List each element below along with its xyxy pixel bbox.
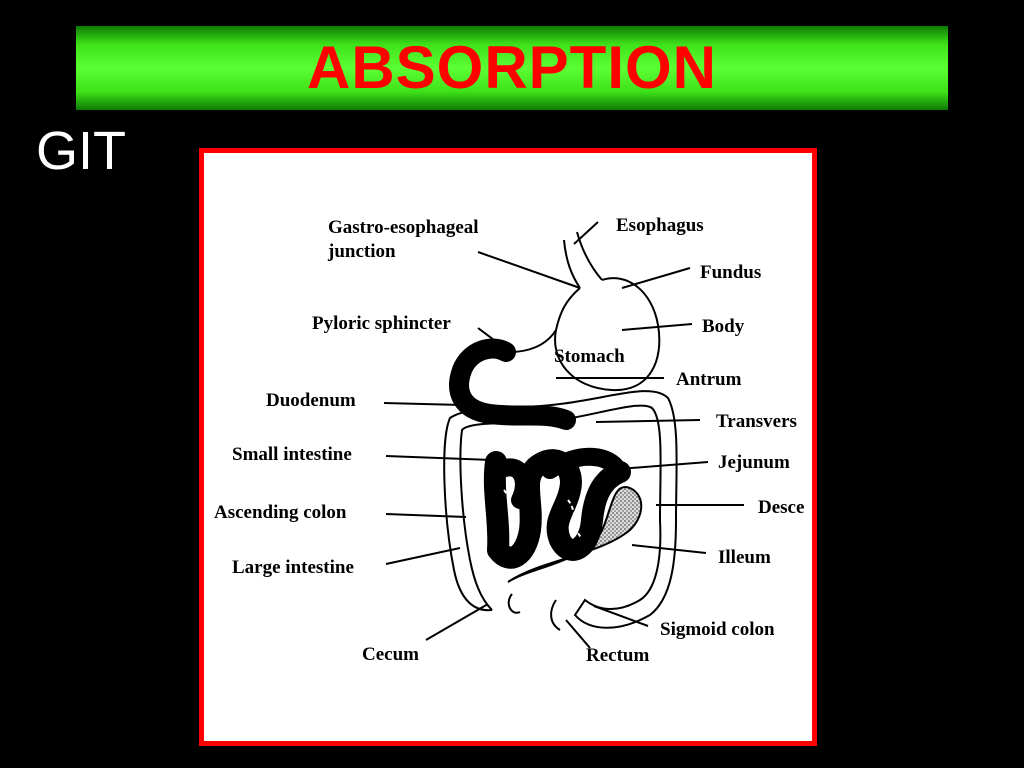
esophagus-shape (563, 231, 603, 289)
title-banner: ABSORPTION (76, 26, 948, 110)
appendix-shape (507, 593, 521, 614)
label-esophagus: Esophagus (616, 215, 704, 236)
label-gastro-line1: Gastro-esophageal (328, 217, 479, 238)
label-duodenum: Duodenum (266, 390, 356, 411)
label-antrum: Antrum (676, 369, 742, 390)
label-gastro-line2: junction (327, 241, 396, 262)
stomach-shape (554, 277, 661, 392)
label-body: Body (702, 316, 745, 337)
git-diagram: Gastro-esophageal junction Esophagus Fun… (204, 153, 812, 741)
label-transverse: Transvers (716, 411, 797, 432)
label-ileum: Illeum (718, 547, 771, 568)
label-ascending-colon: Ascending colon (214, 502, 347, 523)
digestive-system-illustration: Gastro-esophageal junction Esophagus Fun… (214, 215, 804, 666)
label-cecum: Cecum (362, 644, 419, 665)
git-diagram-frame: Gastro-esophageal junction Esophagus Fun… (199, 148, 817, 746)
duodenum-shape (449, 338, 576, 430)
label-large-intestine: Large intestine (232, 557, 354, 578)
label-descending: Desce (758, 497, 804, 518)
leader-lines (383, 221, 744, 649)
slide-subtitle: GIT (36, 121, 126, 181)
label-rectum: Rectum (586, 645, 649, 666)
rectum-shape (550, 599, 561, 631)
label-jejunum: Jejunum (718, 452, 790, 473)
label-pyloric: Pyloric sphincter (312, 313, 451, 334)
label-sigmoid-colon: Sigmoid colon (660, 619, 775, 640)
label-small-intestine: Small intestine (232, 444, 352, 465)
label-fundus: Fundus (700, 262, 761, 283)
label-stomach: Stomach (554, 346, 625, 367)
slide-title: ABSORPTION (306, 34, 718, 101)
